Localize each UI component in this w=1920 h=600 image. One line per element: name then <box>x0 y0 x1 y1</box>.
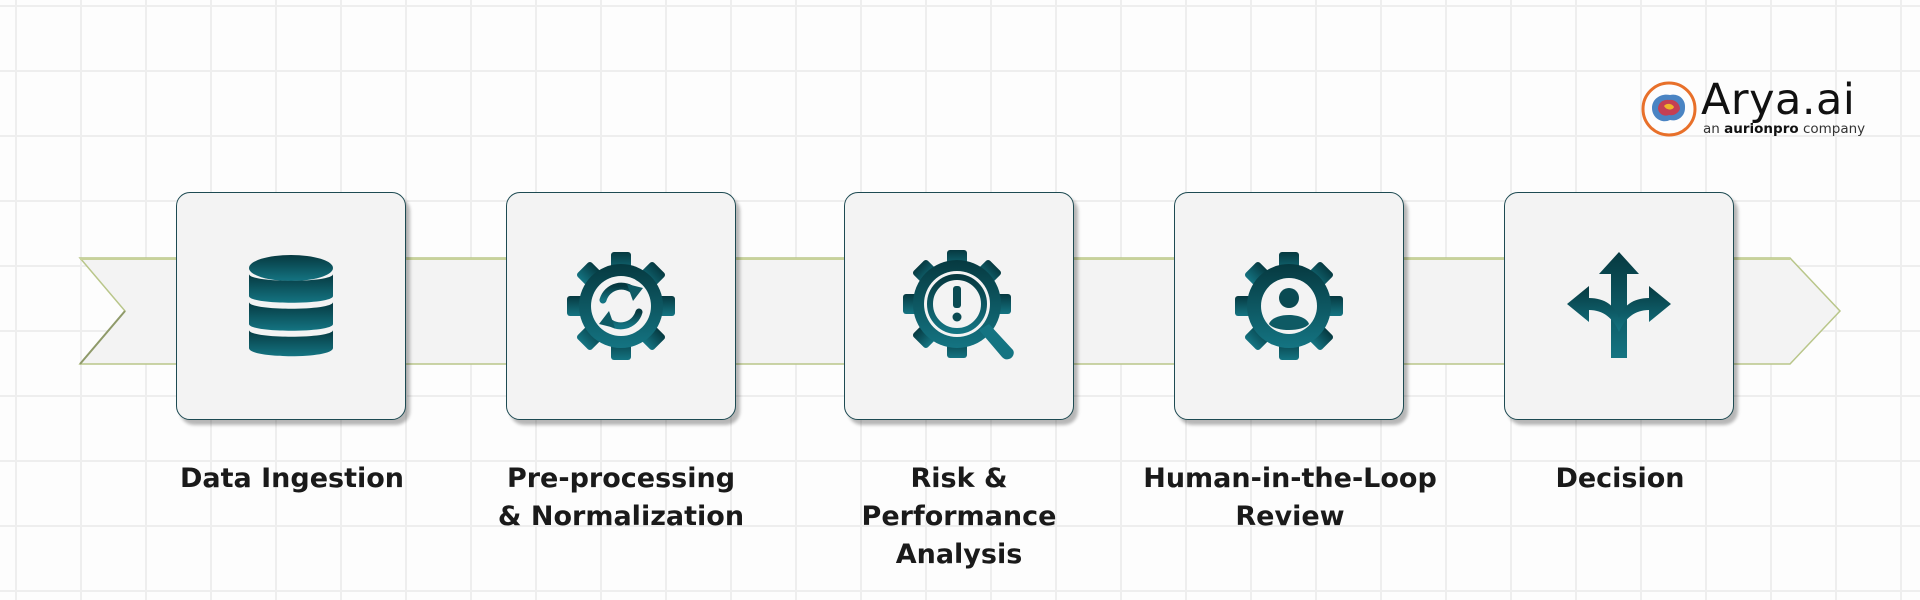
gear-person-icon <box>1235 252 1343 360</box>
arya-logo-icon <box>1641 81 1697 137</box>
brand-tagline: an aurionpro company <box>1703 121 1866 137</box>
step-card-risk-analysis <box>844 192 1074 420</box>
step-label-data-ingestion: Data Ingestion <box>179 463 405 494</box>
step-label-decision: Decision <box>1555 463 1685 494</box>
brand-logo: Arya.ai an aurionpro company <box>1640 76 1865 140</box>
step-card-decision <box>1504 192 1734 420</box>
step-label-risk-analysis: Risk & Performance Analysis <box>861 463 1057 570</box>
step-label-preprocessing: Pre-processing & Normalization <box>497 463 745 532</box>
step-card-data-ingestion <box>176 192 406 420</box>
branching-arrows-icon <box>1567 252 1671 358</box>
gear-sync-icon <box>567 252 675 360</box>
gear-alert-search-icon <box>903 250 1014 360</box>
step-card-human-review <box>1174 192 1404 420</box>
database-icon <box>249 255 333 357</box>
step-card-preprocessing <box>506 192 736 420</box>
step-label-human-review: Human-in-the-Loop Review <box>1143 463 1437 532</box>
brand-name: Arya.ai <box>1701 75 1856 125</box>
